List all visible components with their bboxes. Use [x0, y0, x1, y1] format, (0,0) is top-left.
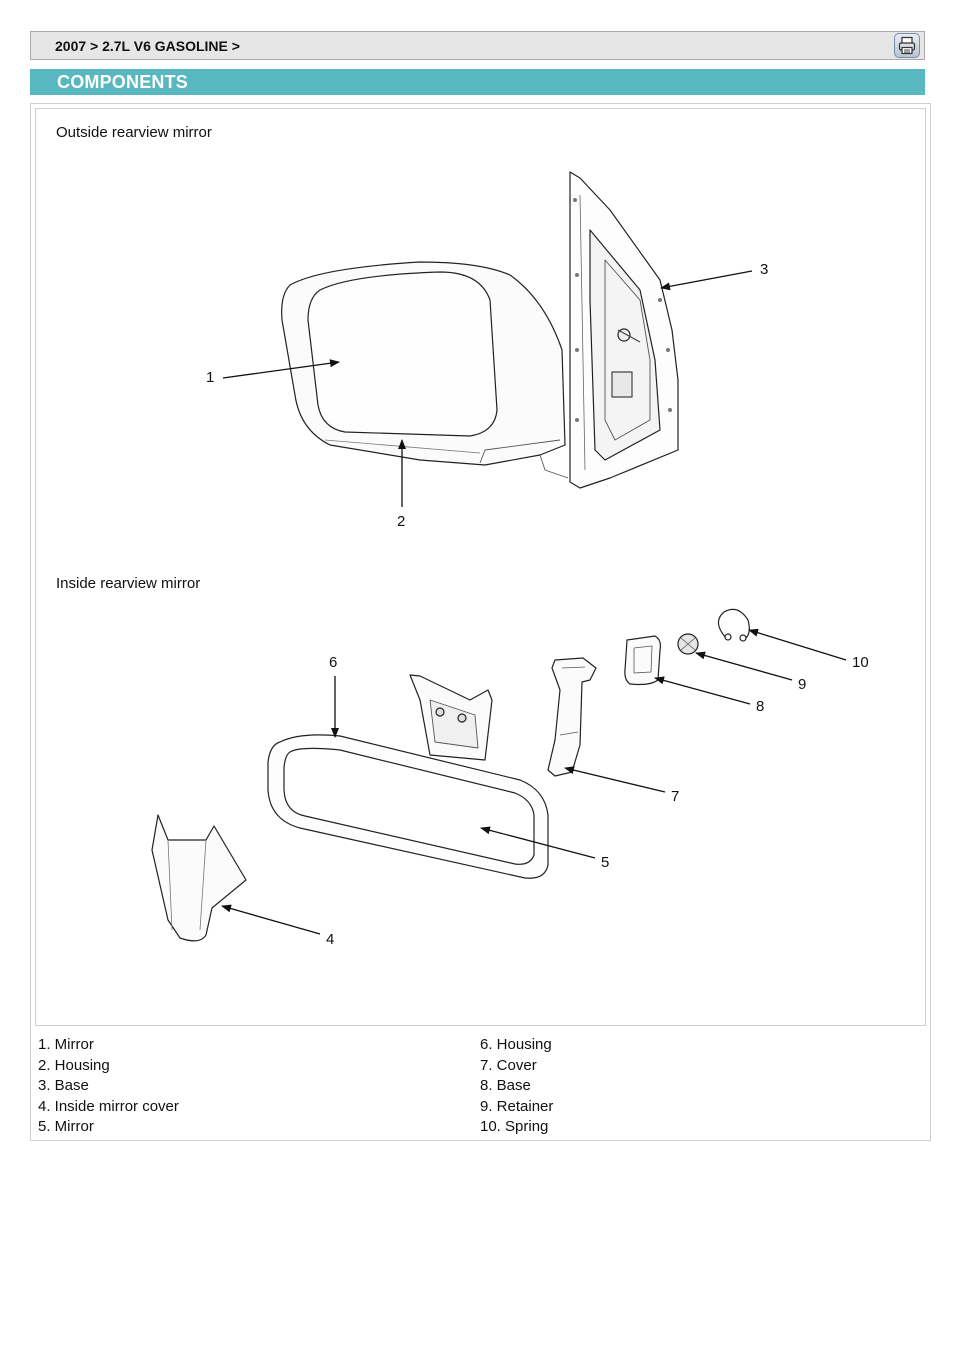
outside-mirror-title: Outside rearview mirror [56, 124, 212, 141]
retainer-drawing [677, 633, 699, 655]
callout-5: 5 [601, 854, 610, 871]
leader-line-5 [480, 826, 596, 859]
legend-item: 10. Spring [480, 1118, 549, 1135]
callout-4: 4 [326, 931, 335, 948]
inside-mirror-cover-part-drawing [547, 657, 597, 777]
content-box [30, 103, 931, 1141]
leader-line-3 [660, 270, 753, 291]
legend-item: 9. Retainer [480, 1098, 554, 1115]
legend-item: 3. Base [38, 1077, 89, 1094]
callout-6: 6 [329, 654, 338, 671]
callout-9: 9 [798, 676, 807, 693]
callout-10: 10 [852, 654, 869, 671]
legend-item: 5. Mirror [38, 1118, 94, 1135]
leader-line-8 [654, 676, 751, 705]
breadcrumb[interactable]: 2007 > 2.7L V6 GASOLINE > [55, 38, 240, 54]
inside-mirror-title: Inside rearview mirror [56, 575, 201, 592]
leader-line-7 [564, 766, 666, 793]
section-header: COMPONENTS [30, 69, 925, 95]
legend-item: 7. Cover [480, 1057, 537, 1074]
inside-mirror-mount-drawing [409, 674, 493, 761]
inside-mirror-base-part-drawing [624, 635, 662, 686]
spring-drawing [717, 608, 750, 642]
printer-icon [898, 36, 916, 55]
legend-item: 4. Inside mirror cover [38, 1098, 179, 1115]
print-button[interactable] [894, 33, 920, 58]
outside-mirror-glass-drawing [307, 271, 498, 437]
leader-line-10 [748, 628, 847, 661]
callout-7: 7 [671, 788, 680, 805]
leader-line-4 [221, 904, 321, 935]
callout-8: 8 [756, 698, 765, 715]
section-title: COMPONENTS [57, 72, 189, 92]
legend-item: 1. Mirror [38, 1036, 94, 1053]
inside-mirror-cover-drawing [151, 814, 247, 942]
leader-line-9 [695, 651, 793, 681]
breadcrumb-bar: 2007 > 2.7L V6 GASOLINE > [30, 31, 925, 60]
outside-mirror-base-drawing [569, 171, 679, 489]
legend-item: 6. Housing [480, 1036, 552, 1053]
inside-mirror-body-drawing [267, 734, 549, 879]
leader-line-1 [222, 359, 340, 379]
callout-2: 2 [397, 513, 406, 530]
legend-item: 8. Base [480, 1077, 531, 1094]
callout-1: 1 [206, 369, 215, 386]
legend-item: 2. Housing [38, 1057, 110, 1074]
callout-3: 3 [760, 261, 769, 278]
